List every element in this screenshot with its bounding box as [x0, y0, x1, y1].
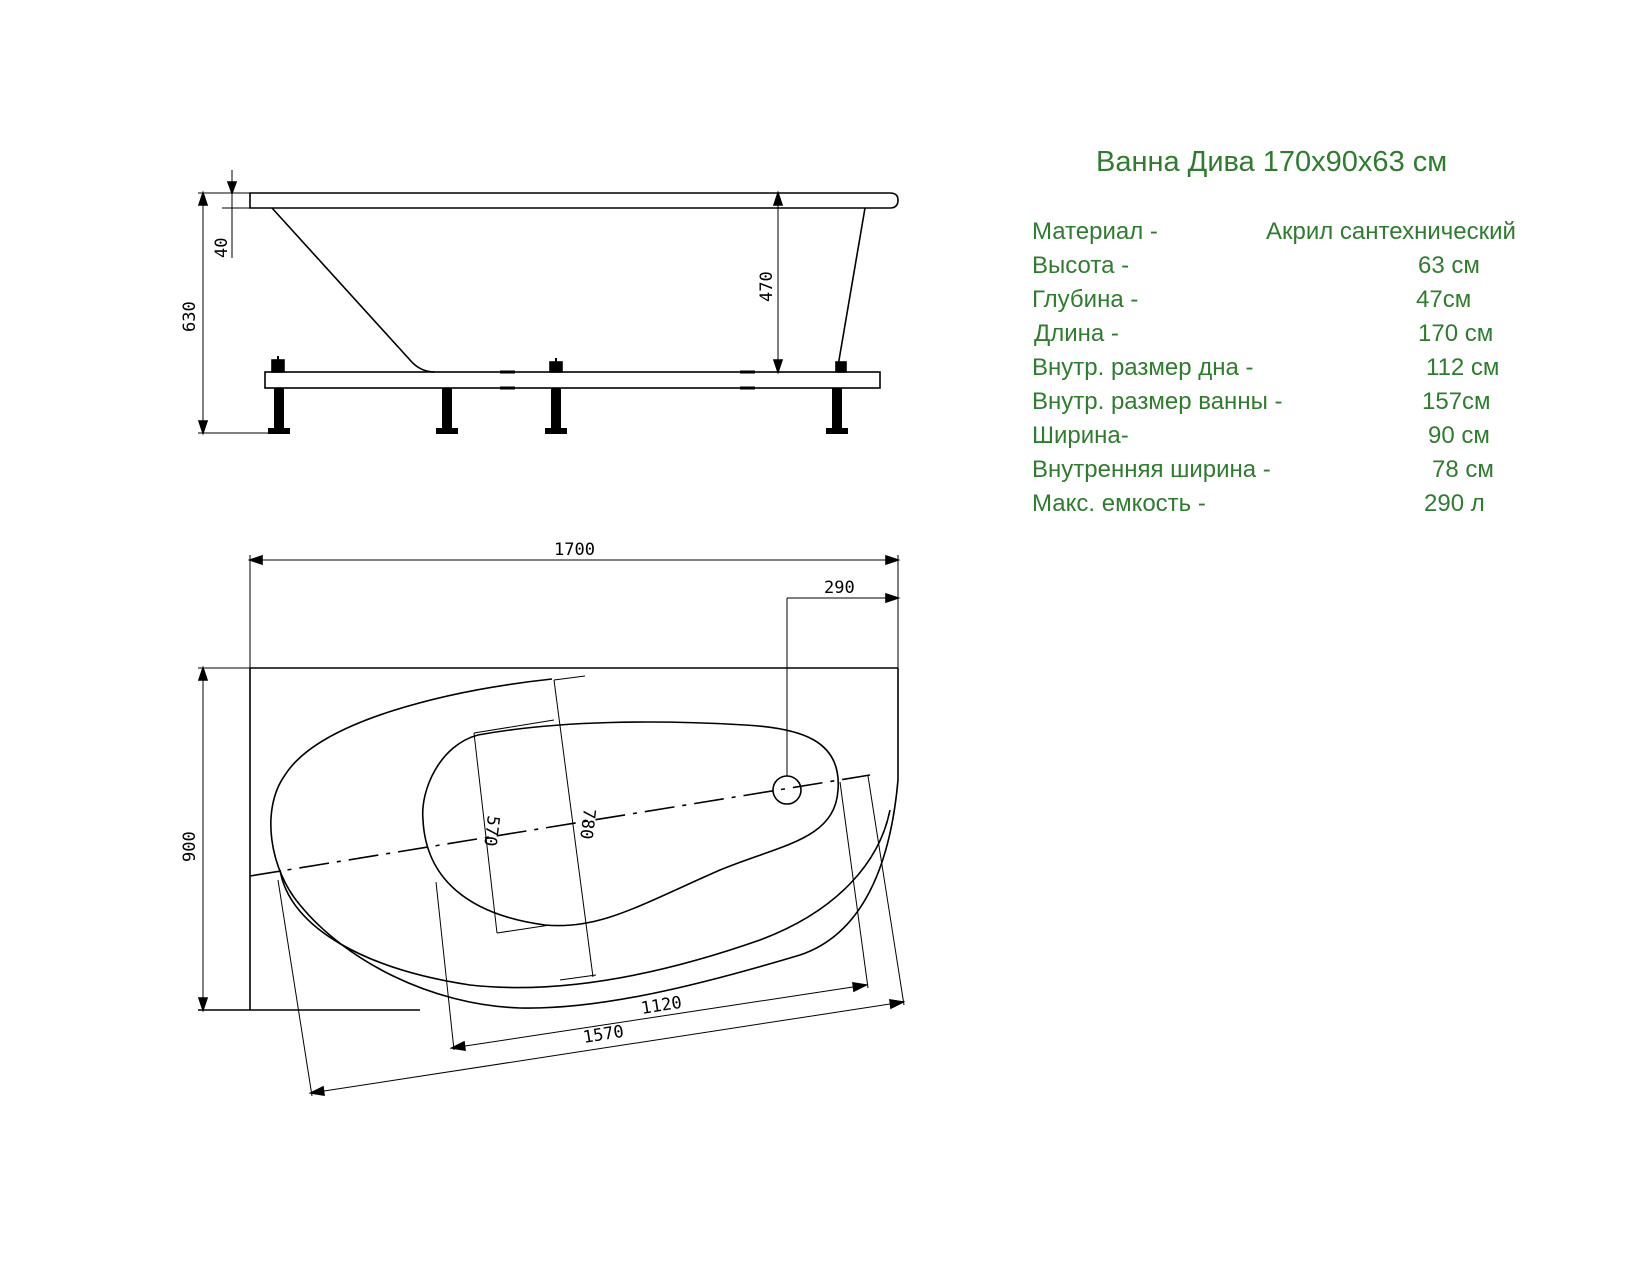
dim-depth-label: 470: [757, 271, 777, 302]
dim-rim-label: 40: [212, 238, 232, 258]
spec-value-bottom-size: 112 см: [1426, 354, 1500, 381]
spec-label-capacity: Макс. емкость -: [1032, 490, 1206, 517]
side-rim: [249, 192, 899, 209]
spec-value-length: 170 см: [1418, 320, 1494, 347]
dim-bottom-length-label: 1120: [640, 993, 684, 1019]
tub-outer-outline: [270, 678, 899, 1009]
dimension-labels: 40 630 470 1700 290 900 570 780 1120 157…: [180, 238, 855, 1048]
dim-inner-width-label: 780: [575, 807, 599, 840]
top-view: [197, 554, 906, 1097]
dim-width-label: 900: [180, 831, 200, 862]
drain-icon: [772, 775, 802, 805]
spec-value-material: Акрил сантехнический: [1266, 218, 1516, 245]
side-base-frame: [264, 371, 881, 389]
spec-label-depth: Глубина -: [1032, 286, 1139, 313]
dim-drain-offset-label: 290: [824, 578, 855, 598]
spec-value-height: 63 см: [1418, 252, 1480, 279]
spec-title: Ванна Дива 170x90x63 см: [1096, 146, 1448, 178]
spec-label-material: Материал -: [1032, 218, 1158, 245]
spec-value-inner-size: 157см: [1422, 388, 1491, 415]
dim-inner-bottom-width-label: 570: [479, 814, 503, 847]
dim-height-label: 630: [180, 301, 200, 332]
spec-label-height: Высота -: [1032, 252, 1130, 279]
spec-label-width: Ширина-: [1032, 422, 1129, 449]
side-right-wall: [837, 207, 866, 367]
spec-label-inner-width: Внутренняя ширина -: [1032, 456, 1271, 483]
spec-value-width: 90 см: [1428, 422, 1490, 449]
spec-label-length: Длина -: [1034, 320, 1119, 347]
side-left-wall: [271, 207, 436, 373]
side-view: [197, 170, 899, 436]
spec-label-bottom-size: Внутр. размер дна -: [1032, 354, 1254, 381]
dim-inner-length-label: 1570: [582, 1022, 626, 1048]
spec-value-depth: 47см: [1416, 286, 1472, 313]
tub-rim-inner: [279, 809, 891, 989]
spec-value-inner-width: 78 см: [1432, 456, 1494, 483]
spec-label-inner-size: Внутр. размер ванны -: [1032, 388, 1283, 415]
tub-inner-basin: [421, 721, 839, 927]
spec-value-capacity: 290 л: [1424, 490, 1485, 517]
side-legs: [268, 388, 848, 434]
dim-length-label: 1700: [554, 540, 595, 560]
tub-axis: [249, 774, 871, 877]
